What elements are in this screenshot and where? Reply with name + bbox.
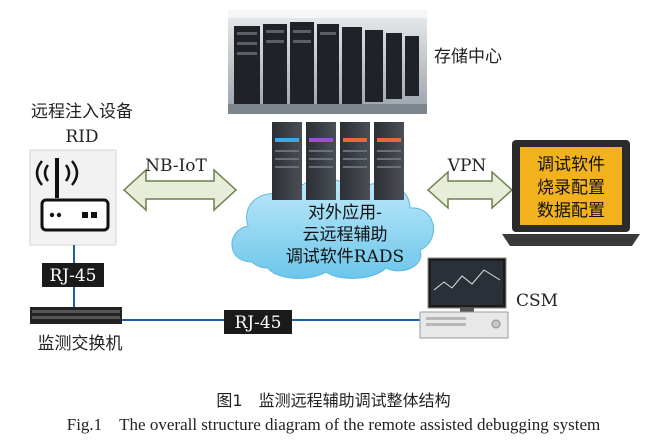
laptop-line1: 调试软件 [537,155,605,175]
csm-label: CSM [516,291,558,311]
nbiot-label: NB-IoT [145,156,207,176]
rid-label-line2: RID [65,127,98,147]
rads-label-line3: 调试软件RADS [286,247,404,267]
csm-computer-icon [419,257,509,339]
caption-chinese: 图1 监测远程辅助调试整体结构 [216,391,451,410]
vpn-label: VPN [447,156,487,176]
data-center-image [228,10,427,114]
laptop-icon [502,140,640,246]
router-icon [29,149,117,246]
rid-label-line1: 远程注入设备 [31,102,133,122]
storage-center-label: 存储中心 [434,47,502,67]
vpn-double-arrow [426,170,514,210]
cloud-shape [231,178,434,279]
rj45-bottom-badge: RJ-45 [224,310,292,334]
server-rack-icon [272,122,404,200]
caption-english: Fig.1 The overall structure diagram of t… [66,415,601,434]
switch-label: 监测交换机 [38,334,123,354]
rj45-left-badge: RJ-45 [42,263,104,287]
rj45-bottom-label: RJ-45 [235,313,282,333]
rads-label-line1: 对外应用- [308,203,382,223]
laptop-line2: 烧录配置 [537,178,605,198]
switch-icon [30,307,122,324]
laptop-line3: 数据配置 [537,201,605,221]
nbiot-double-arrow [122,168,238,212]
rj45-left-label: RJ-45 [50,266,97,286]
rads-label-line2: 云远程辅助 [303,225,388,245]
